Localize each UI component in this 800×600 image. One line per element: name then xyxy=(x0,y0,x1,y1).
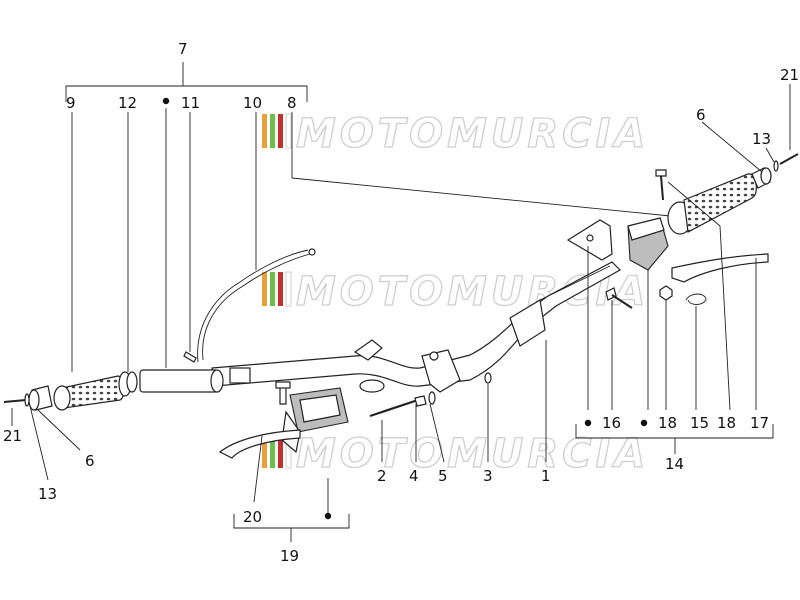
left-bolt xyxy=(3,393,30,407)
label-19: 19 xyxy=(280,547,299,565)
label-21-right: 21 xyxy=(780,66,799,84)
spring-clip xyxy=(685,293,707,305)
part-number-labels: 7 9 12 11 10 8 21 6 13 21 6 13 2 4 5 3 1… xyxy=(3,40,799,565)
left-grip xyxy=(53,375,125,411)
group-bracket-19 xyxy=(233,514,350,542)
label-10: 10 xyxy=(243,94,262,112)
nut-18 xyxy=(659,285,673,301)
lever-bracket xyxy=(627,217,669,271)
label-13-left: 13 xyxy=(38,485,57,503)
label-11: 11 xyxy=(181,94,200,112)
label-16: 16 xyxy=(602,414,621,432)
label-8: 8 xyxy=(287,94,297,112)
label-7: 7 xyxy=(178,40,188,58)
right-brake-lever xyxy=(671,253,769,283)
right-bolt xyxy=(773,153,799,172)
leader-lines xyxy=(11,84,791,514)
label-21-left: 21 xyxy=(3,427,22,445)
left-grip-ring xyxy=(118,371,138,397)
screw-11 xyxy=(183,351,197,363)
throttle-cable xyxy=(197,248,316,363)
bullet-markers xyxy=(162,97,648,520)
label-6-right: 6 xyxy=(696,106,706,124)
mirror-bracket xyxy=(566,219,613,261)
bolt-16 xyxy=(605,287,633,309)
label-5: 5 xyxy=(438,467,448,485)
throttle-tube xyxy=(139,367,251,393)
label-20: 20 xyxy=(243,508,262,526)
label-3: 3 xyxy=(483,467,493,485)
label-12: 12 xyxy=(118,94,137,112)
clamp-bolt xyxy=(369,349,492,418)
brake-master-cylinder xyxy=(275,381,349,454)
group-bracket-7 xyxy=(65,62,671,217)
label-18-a: 18 xyxy=(658,414,677,432)
left-bar-end xyxy=(28,385,53,411)
bolt-right-grip xyxy=(655,169,667,201)
label-9: 9 xyxy=(66,94,76,112)
label-2: 2 xyxy=(377,467,387,485)
right-grip xyxy=(667,173,757,235)
label-1: 1 xyxy=(541,467,551,485)
label-17: 17 xyxy=(750,414,769,432)
watermark-top: MOTOMURCIA xyxy=(262,110,649,158)
left-brake-lever xyxy=(218,429,301,459)
label-6-left: 6 xyxy=(85,452,95,470)
label-4: 4 xyxy=(409,467,419,485)
handlebar-tube xyxy=(211,261,621,393)
label-15: 15 xyxy=(690,414,709,432)
label-18-b: 18 xyxy=(717,414,736,432)
label-13-right: 13 xyxy=(752,130,771,148)
svg-text:MOTOMURCIA: MOTOMURCIA xyxy=(296,111,649,157)
label-14: 14 xyxy=(665,455,684,473)
group-bracket-14 xyxy=(575,424,774,454)
